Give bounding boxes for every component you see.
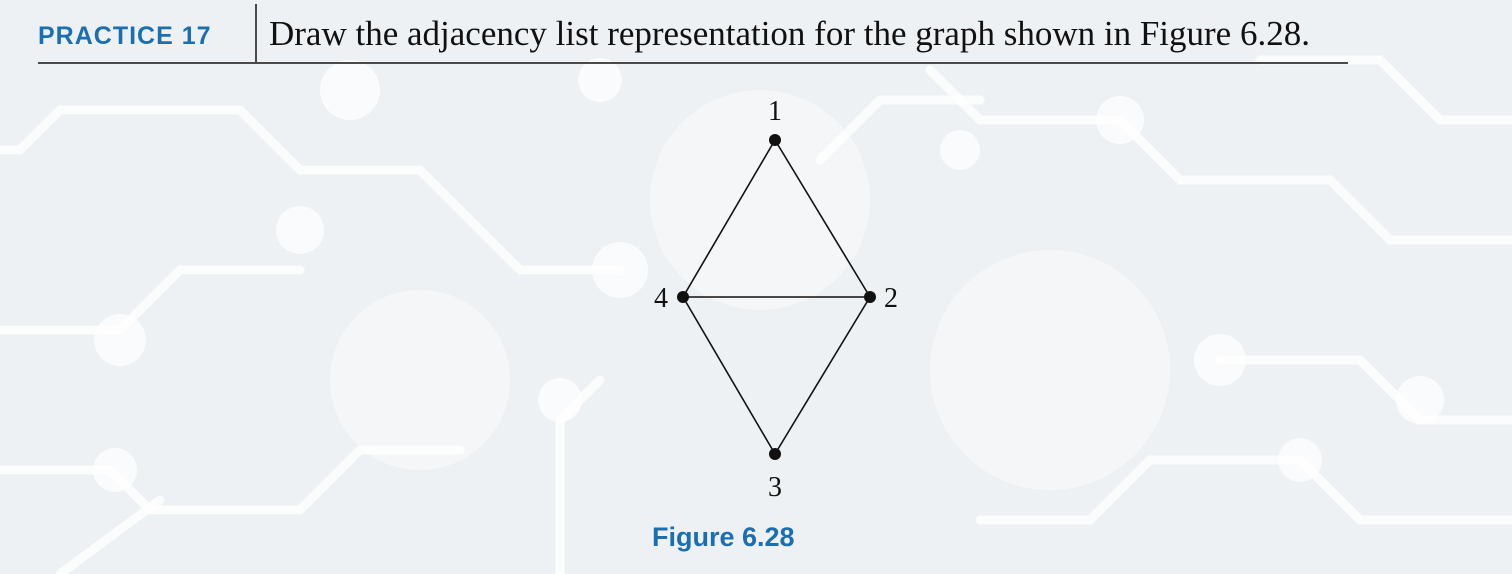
question-text: Draw the adjacency list representation f… (269, 14, 1310, 53)
vertex-4 (677, 291, 689, 303)
edge-2-3 (774, 296, 871, 455)
edge-4-3 (682, 296, 776, 455)
header-divider (255, 4, 257, 62)
vertex-label-2: 2 (884, 283, 898, 314)
vertex-label-1: 1 (768, 96, 782, 127)
practice-header: PRACTICE 17 Draw the adjacency list repr… (38, 0, 1348, 64)
vertex-label-3: 3 (768, 472, 782, 503)
vertex-3 (769, 448, 781, 460)
figure-caption: Figure 6.28 (652, 522, 795, 552)
practice-label: PRACTICE 17 (38, 22, 212, 50)
edge-1-2 (774, 139, 871, 298)
vertex-label-4: 4 (654, 283, 668, 314)
edge-1-4 (682, 139, 776, 298)
vertex-1 (769, 134, 781, 146)
vertex-2 (864, 291, 876, 303)
